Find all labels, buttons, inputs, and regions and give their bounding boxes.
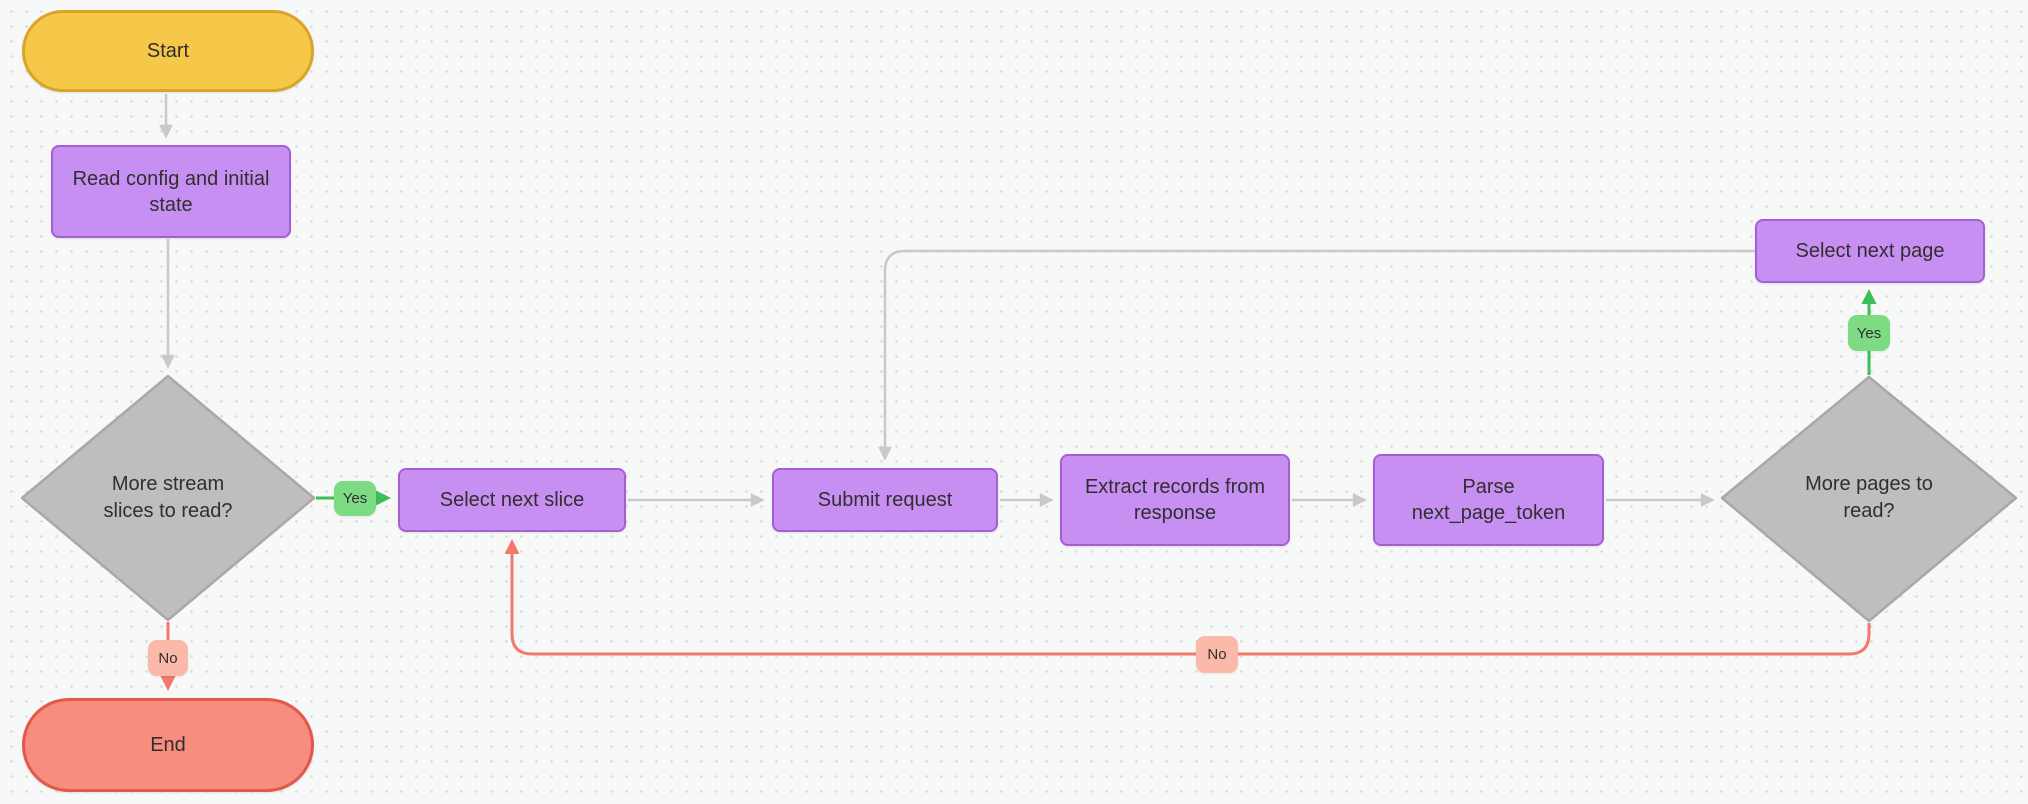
node-start: Start [22, 10, 314, 92]
node-more-pages-label: More pages to read? [1805, 473, 1933, 522]
edge-select-page-to-submit [878, 249, 1755, 461]
node-select-next-page: Select next page [1755, 219, 1985, 283]
node-select-slice: Select next slice [398, 468, 626, 532]
node-submit-request: Submit request [772, 468, 998, 532]
edge-label-pages-yes: Yes [1848, 315, 1890, 351]
edge-label-slices-no: No [148, 640, 188, 676]
edge-label-slices-yes: Yes [334, 481, 376, 516]
node-read-config: Read config and initial state [51, 145, 291, 238]
node-extract-records: Extract records from response [1060, 454, 1290, 546]
edge-more-pages-no-to-select-slice [504, 539, 1871, 656]
node-end: End [22, 698, 314, 792]
node-more-slices-label: More stream slices to read? [103, 473, 233, 522]
decision-more-pages-shape [1720, 375, 2018, 623]
node-parse-next-page-token: Parse next_page_token [1373, 454, 1604, 546]
decision-more-slices-shape [20, 374, 316, 622]
edge-label-pages-no: No [1196, 636, 1238, 673]
